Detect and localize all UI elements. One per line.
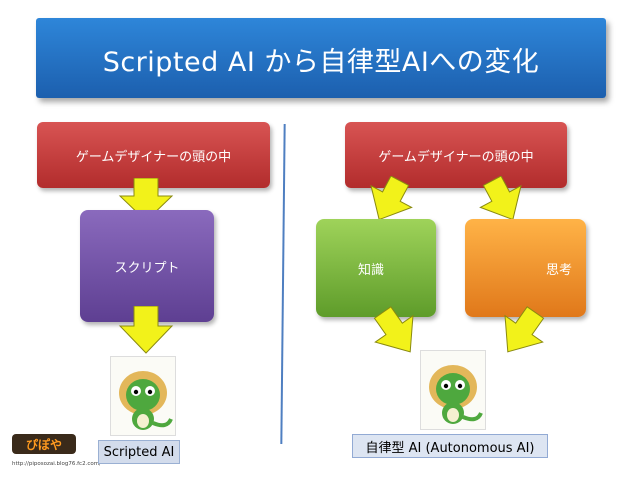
right-designer-box: ゲームデザイナーの頭の中	[345, 122, 567, 188]
pipoya-logo: ぴぽや	[12, 434, 76, 454]
right-arrow-from-knowledge-icon	[373, 306, 414, 353]
scripted-ai-caption: Scripted AI	[98, 440, 180, 464]
right-arrow-to-knowledge-icon	[370, 176, 413, 221]
right-mascot-image	[420, 350, 486, 430]
left-mascot-image	[110, 356, 176, 436]
autonomous-ai-caption: 自律型 AI (Autonomous AI)	[352, 434, 548, 458]
right-arrow-from-thinking-icon	[504, 306, 545, 353]
thinking-box: 思考	[465, 219, 586, 317]
center-divider	[280, 123, 286, 445]
source-url: http://piposozai.blog76.fc2.com/	[12, 461, 101, 467]
left-arrow-down-2-icon	[118, 306, 174, 354]
slide-title: Scripted AI から自律型AIへの変化	[102, 47, 540, 78]
right-arrow-to-thinking-icon	[479, 176, 522, 221]
title-banner: Scripted AI から自律型AIへの変化	[36, 18, 606, 98]
left-designer-box: ゲームデザイナーの頭の中	[37, 122, 270, 188]
left-arrow-down-1-icon	[118, 178, 174, 222]
script-box: スクリプト	[80, 210, 214, 322]
knowledge-box: 知識	[316, 219, 436, 317]
